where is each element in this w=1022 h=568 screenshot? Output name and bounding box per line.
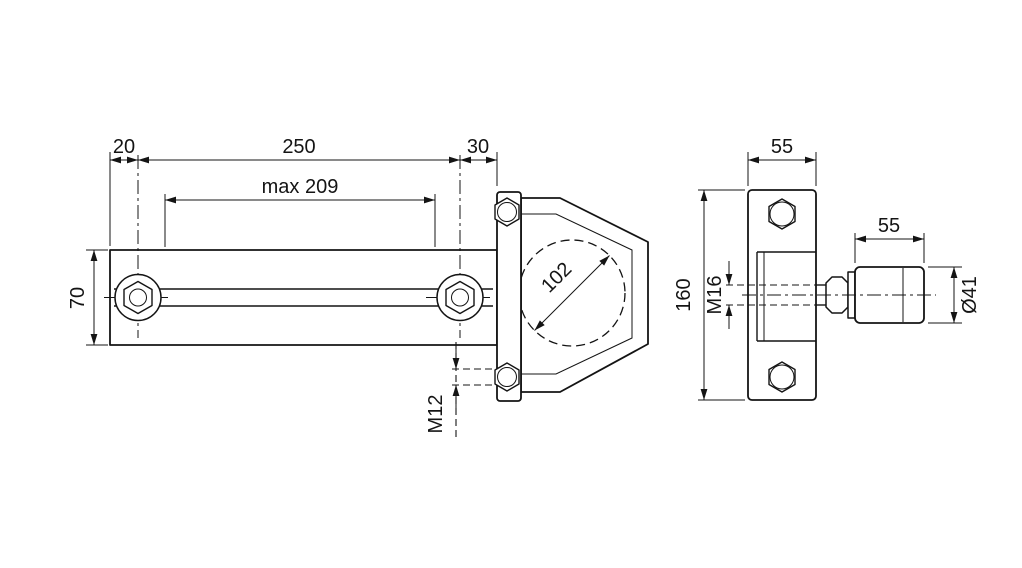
clamp-housing — [520, 197, 649, 393]
rail-bolt-right — [426, 155, 494, 338]
plate-bolt-top — [494, 197, 520, 227]
dim-label-plate-height: 160 — [673, 278, 695, 311]
dim-roller-width: 55 — [854, 215, 925, 263]
plate-bolt-bottom-front — [768, 361, 796, 393]
dim-label-slot-max: max 209 — [262, 176, 339, 198]
dim-stem-thread: M16 — [704, 261, 733, 329]
dim-label-offset-right: 30 — [467, 136, 489, 158]
clamp-plate — [494, 191, 522, 402]
dim-plate-height: 160 — [673, 189, 745, 401]
dim-label-stem-thread: M16 — [704, 276, 726, 315]
side-view: 55 160 M16 55 Ø41 — [673, 136, 981, 401]
dim-slot-max: max 209 — [164, 176, 436, 247]
dim-label-rail-height: 70 — [67, 287, 89, 309]
dim-label-plate-width: 55 — [771, 136, 793, 158]
dim-bolt-thread: M12 — [425, 342, 493, 438]
dim-label-offset-left: 20 — [113, 136, 135, 158]
rail-bolt-left — [104, 155, 172, 338]
dim-label-bolt-spacing: 250 — [282, 136, 315, 158]
dim-roller-diameter: Ø41 — [928, 266, 981, 324]
dim-label-roller-width: 55 — [878, 215, 900, 237]
front-view: 102 20 250 30 — [67, 136, 649, 438]
plate-bolt-bottom — [494, 362, 520, 392]
dim-label-roller-diameter: Ø41 — [959, 276, 981, 314]
roller — [854, 266, 925, 324]
dim-label-bolt-thread: M12 — [425, 395, 447, 434]
dim-rail-height: 70 — [67, 249, 108, 346]
tube-circle — [518, 239, 626, 347]
plate-bolt-top-front — [768, 198, 796, 230]
dim-plate-width: 55 — [747, 136, 817, 186]
stem-bracket — [756, 251, 816, 342]
dim-top-chain: 20 250 30 — [109, 136, 498, 246]
roller-assembly — [726, 266, 936, 324]
